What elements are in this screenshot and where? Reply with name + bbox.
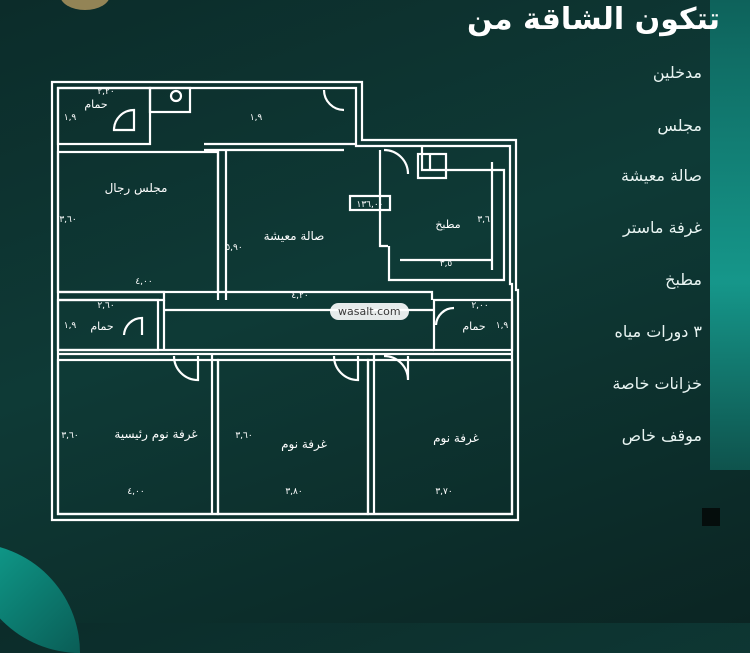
leaf-decor-icon xyxy=(0,543,80,653)
dimension-label: ٢,٠٠ xyxy=(471,301,488,311)
room-label: صالة معيشة xyxy=(264,229,325,243)
decor-square xyxy=(702,508,720,526)
feature-item: ٣ دورات مياه xyxy=(614,322,702,341)
door-swing-icon xyxy=(322,89,345,112)
bath-tl-wall xyxy=(56,86,152,146)
feature-item: صالة معيشة xyxy=(621,166,702,185)
sink-icon xyxy=(416,152,448,180)
dimension-label: ٤,٠٠ xyxy=(127,487,144,497)
majlis-wall xyxy=(56,150,220,294)
page-title: تتكون الشاقة من xyxy=(466,2,720,37)
wall xyxy=(378,150,388,248)
dimension-label: ٢,٦٠ xyxy=(97,301,114,311)
door-swing-icon xyxy=(383,148,410,175)
door-swing-icon xyxy=(112,108,136,132)
feature-item: غرفة ماستر xyxy=(622,218,702,237)
dimension-label: ٤,٠٠ xyxy=(135,277,152,287)
dimension-label: ١,٩ xyxy=(64,113,77,123)
dimension-label: ١,٩ xyxy=(64,321,77,331)
dimension-label: ١,٩ xyxy=(250,113,263,123)
door-swing-icon xyxy=(434,306,455,326)
wall xyxy=(218,290,434,300)
dimension-label: ٤,٢٠ xyxy=(291,291,308,301)
outer-wall xyxy=(50,80,520,522)
dimension-label: ٣,٦٠ xyxy=(61,431,78,441)
door-swing-icon xyxy=(383,354,410,381)
decor-side-glow xyxy=(710,0,750,470)
dimension-label: ٣,٦٠ xyxy=(235,431,252,441)
bath-ml-wall xyxy=(56,298,160,352)
dimension-label: ٣,٦٠ xyxy=(59,215,76,225)
feature-item: مطبخ xyxy=(665,270,702,289)
dimension-label: ٣,٥ xyxy=(440,259,453,269)
door-swing-icon xyxy=(332,355,360,382)
bedroom3-wall xyxy=(366,358,514,516)
door-swing-icon xyxy=(172,355,200,382)
fixture-icon xyxy=(169,89,183,103)
dimension-label: ٣,٦٠ xyxy=(477,215,494,225)
area-box xyxy=(348,194,392,212)
floor-plan: حمام مجلس رجال صالة معيشة مطبخ حمام حمام… xyxy=(44,70,534,530)
feature-item: موقف خاص xyxy=(621,426,702,445)
room-label: غرفة نوم رئيسية xyxy=(114,427,197,442)
shaft-wall xyxy=(148,86,192,114)
dimension-label: ٣,٨٠ xyxy=(285,487,302,497)
area-label: ١٣٦,٠٠ xyxy=(356,200,383,210)
room-label: مطبخ xyxy=(435,218,460,231)
room-label: مجلس رجال xyxy=(105,181,168,196)
room-label: غرفة نوم xyxy=(281,437,327,452)
feature-item: مجلس xyxy=(657,116,702,135)
dimension-label: ٢,٢٠ xyxy=(97,87,114,97)
wall xyxy=(58,290,166,302)
feature-item: مدخلين xyxy=(652,63,702,82)
room-label: حمام xyxy=(462,320,485,333)
dimension-label: ٣,٧٠ xyxy=(435,487,452,497)
door-swing-icon xyxy=(122,316,144,336)
feature-item: خزانات خاصة xyxy=(612,374,702,393)
floor-plan-drawing: حمام مجلس رجال صالة معيشة مطبخ حمام حمام… xyxy=(50,80,520,522)
dimension-label: ١,٩ xyxy=(496,321,509,331)
decor-blob xyxy=(60,0,110,10)
room-label: غرفة نوم xyxy=(433,431,479,446)
dimension-label: ٥,٩٠ xyxy=(225,243,242,253)
room-label: حمام xyxy=(90,320,113,333)
watermark: wasalt.com xyxy=(330,303,409,320)
room-label: حمام xyxy=(84,98,107,111)
kitchen-wall xyxy=(387,146,506,282)
bath-mr-wall xyxy=(432,298,514,352)
